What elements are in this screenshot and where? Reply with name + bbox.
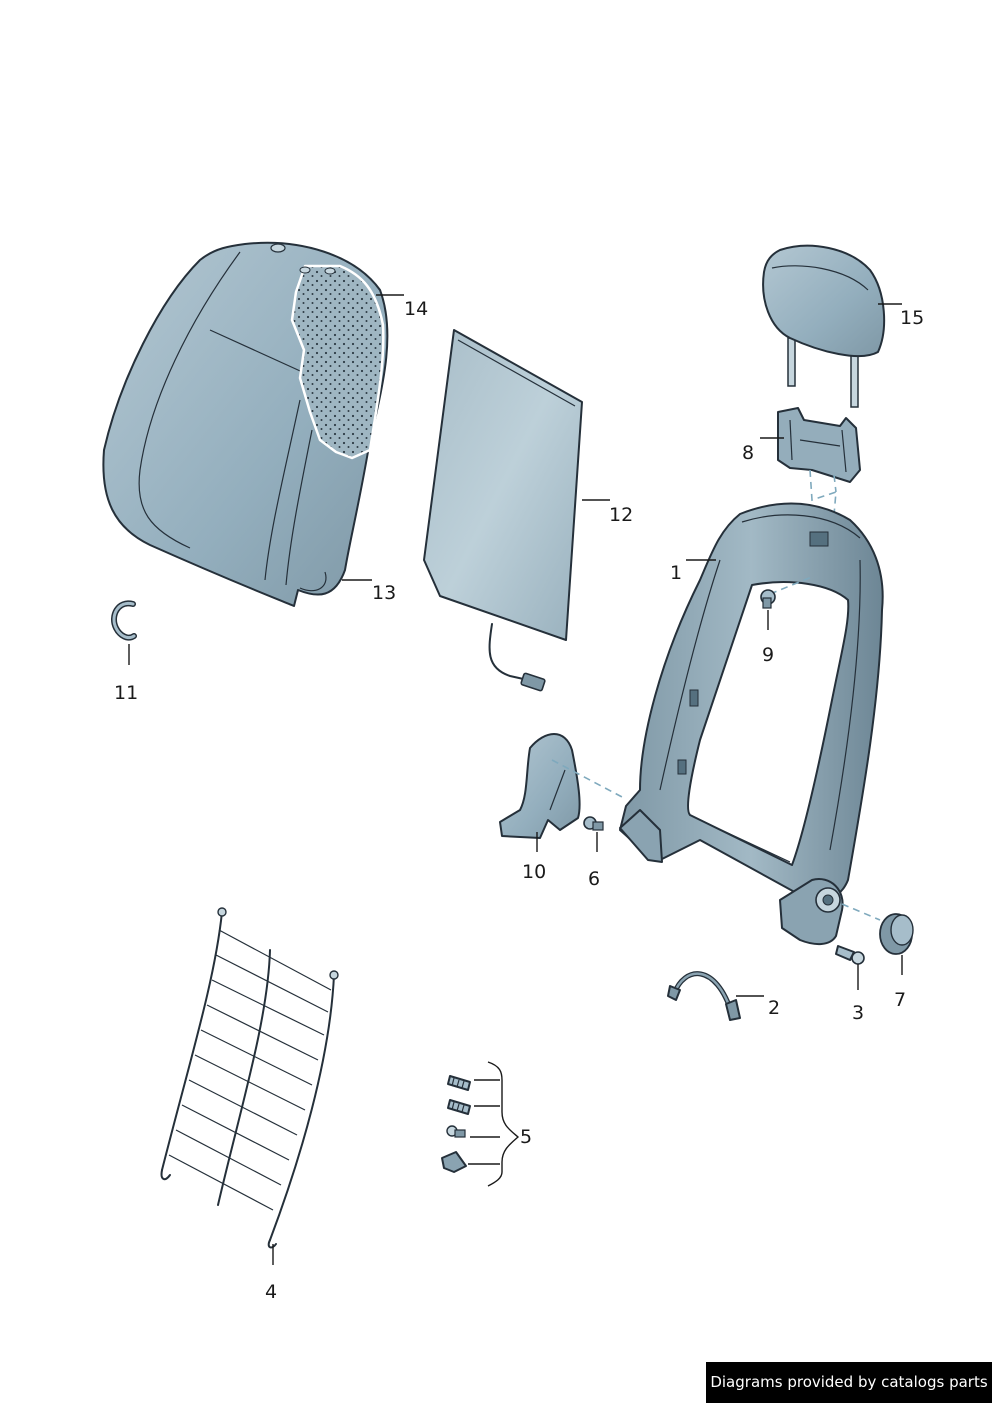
callout-15: 15	[900, 307, 924, 329]
backrest-frame	[619, 502, 884, 946]
headrest-guide	[777, 407, 861, 516]
screw-5c	[446, 1125, 466, 1138]
screw-3	[835, 945, 865, 965]
callout-9: 9	[762, 644, 774, 666]
callout-5: 5	[520, 1126, 532, 1148]
callout-12: 12	[609, 504, 633, 526]
back-panel	[423, 329, 583, 692]
spring-mat-wires	[168, 929, 332, 1211]
clip-ring	[111, 600, 137, 641]
spring-5b	[447, 1099, 471, 1115]
leader-lines	[128, 294, 903, 1265]
callout-6: 6	[588, 868, 600, 890]
callout-labels: 1 2 3 4 5 6 7 8 9 10 11 12 13 14 15	[114, 298, 924, 1303]
callout-13: 13	[372, 582, 396, 604]
screw-9	[760, 589, 776, 609]
screw-6	[583, 816, 604, 831]
callout-4: 4	[265, 1281, 277, 1303]
side-trim-cover	[499, 733, 625, 839]
callout-2: 2	[768, 997, 780, 1019]
clip-5d	[441, 1151, 467, 1173]
callout-7: 7	[894, 989, 906, 1011]
credit-banner: Diagrams provided by catalogs parts	[706, 1362, 992, 1403]
callout-8: 8	[742, 442, 754, 464]
fastener-set	[441, 1061, 520, 1187]
callout-14: 14	[404, 298, 428, 320]
cable-clamp	[667, 971, 741, 1021]
callout-11: 11	[114, 682, 138, 704]
callout-10: 10	[522, 861, 546, 883]
callout-3: 3	[852, 1002, 864, 1024]
headrest	[762, 244, 886, 408]
spring-mat	[160, 907, 339, 1249]
callout-1: 1	[670, 562, 682, 584]
backrest-foam-pad	[290, 264, 385, 460]
spring-5a	[447, 1075, 471, 1091]
adjustment-knob	[879, 913, 914, 955]
